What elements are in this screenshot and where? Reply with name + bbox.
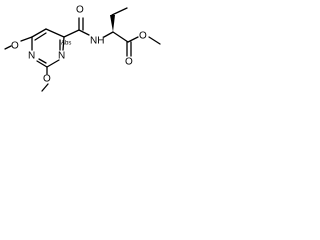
bond-carbonyl-n: [78, 29, 90, 36]
bond-o-bottom-methyl: [41, 83, 49, 92]
bond-c6-c5: [31, 28, 47, 38]
bond-o-left-c6: [20, 36, 33, 42]
bonds: [4, 7, 161, 92]
atom-o-carbonyl-ester: O: [125, 57, 133, 68]
wedge-calpha-ch2: [110, 15, 115, 32]
atom-labels: O N N O Abs O NH O O: [11, 5, 147, 85]
bond-c5-c4: [45, 28, 65, 38]
bond-methyl-o-left: [4, 45, 12, 50]
bond-c4-carbonyl: [63, 29, 80, 38]
bond-n-calpha: [103, 31, 114, 38]
atom-n-amide: NH: [90, 36, 104, 47]
atom-n-ring-1: N: [28, 51, 35, 62]
atom-o-methoxy-left: O: [11, 41, 19, 52]
bond-calpha-ester-c: [112, 31, 129, 43]
bond-ch2-ch3: [111, 7, 128, 16]
bond-ester-c-oalkyl: [127, 36, 139, 43]
atom-n-ring-3: N: [58, 51, 65, 62]
bond-n3-c2: [46, 59, 60, 68]
stereo-abs-label: Abs: [61, 41, 71, 47]
atom-o-carbonyl-amide: O: [76, 5, 84, 16]
bond-c2-n1: [36, 60, 48, 68]
bond-c4-n3: [62, 36, 65, 51]
bond-c6-c5-inner: [34, 32, 47, 41]
bond-oalkyl-methyl: [148, 36, 161, 45]
atom-o-ester: O: [139, 31, 147, 42]
structure-diagram: O N N O Abs O NH O O: [4, 5, 161, 92]
atom-o-methoxy-bottom: O: [43, 74, 51, 85]
bond-c2-n1-inner: [38, 58, 47, 64]
